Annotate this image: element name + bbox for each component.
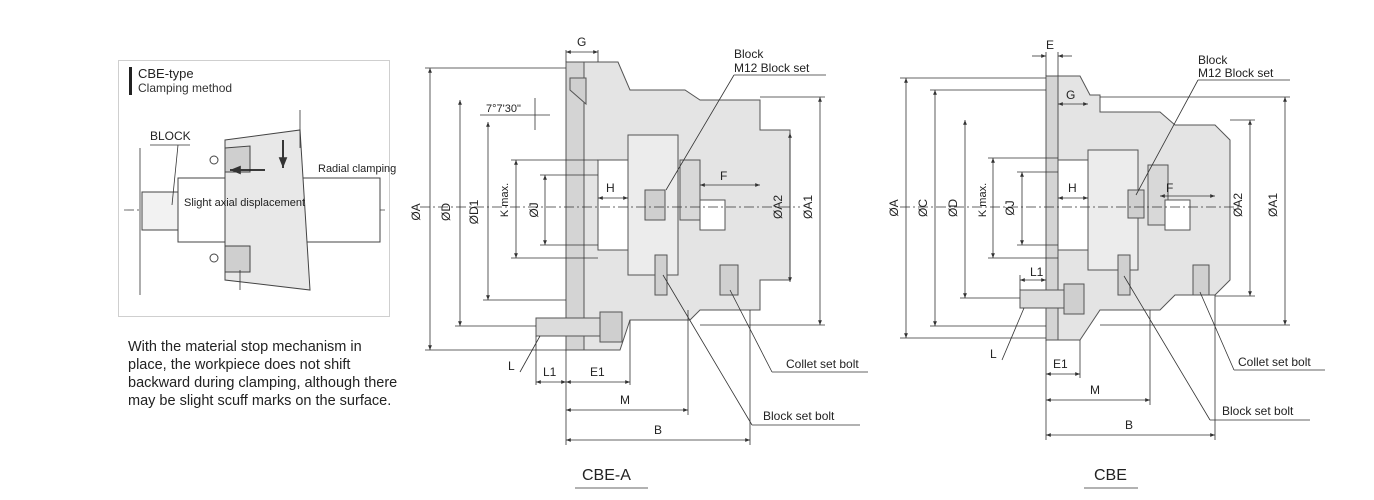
- cbe-a-dim-D: ØD: [439, 203, 453, 221]
- cbe-a-drawing: ØA ØD ØD1 K max. ØJ ØA2 ØA1 G 7°7'30" Bl…: [409, 35, 868, 489]
- cbe-dim-D: ØD: [946, 199, 960, 217]
- cbe-a-collet-bolt: Collet set bolt: [786, 357, 859, 371]
- cbe-dim-B: B: [1125, 418, 1133, 432]
- cbe-drawing: ØA ØC ØD K max. ØJ ØA2 ØA1 E G Block M12…: [887, 38, 1325, 489]
- cbe-dim-E: E: [1046, 38, 1054, 52]
- description-caption: With the material stop mechanism in plac…: [128, 339, 398, 409]
- panel-title-method: Clamping method: [138, 81, 233, 95]
- cbe-a-dim-F: F: [720, 169, 727, 183]
- cbe-dim-A1: ØA1: [1266, 193, 1280, 217]
- cbe-a-dim-K: K max.: [499, 183, 511, 217]
- cbe-dim-A2: ØA2: [1231, 193, 1245, 217]
- inset-block-label: BLOCK: [150, 129, 191, 143]
- cbe-a-dim-H: H: [606, 181, 615, 195]
- cbe-a-dim-D1: ØD1: [467, 199, 481, 224]
- cbe-a-dim-M: M: [620, 393, 630, 407]
- cbe-dim-K: K max.: [977, 183, 989, 217]
- cbe-m12-label: M12 Block set: [1198, 66, 1274, 80]
- cbe-a-block-label: Block: [734, 47, 764, 61]
- cbe-a-m12-label: M12 Block set: [734, 61, 810, 75]
- inset-axial-label: Slight axial displacement: [184, 197, 305, 209]
- inset-radial-label: Radial clamping: [318, 163, 396, 175]
- cbe-a-dim-A: ØA: [409, 203, 423, 220]
- cbe-a-dim-L1: L1: [543, 365, 557, 379]
- cbe-collet-bolt: Collet set bolt: [1238, 355, 1311, 369]
- cbe-a-dim-A2: ØA2: [771, 195, 785, 219]
- inset-drawing: BLOCK Radial clamping Slight axial displ…: [124, 110, 396, 295]
- cbe-block-label: Block: [1198, 53, 1228, 67]
- cbe-block-bolt: Block set bolt: [1222, 404, 1294, 418]
- panel-title: CBE-type Clamping method: [129, 67, 232, 95]
- cbe-a-dim-J: ØJ: [527, 202, 541, 217]
- cbe-a-dim-G: G: [577, 35, 586, 49]
- cbe-dim-J: ØJ: [1003, 200, 1017, 215]
- cbe-a-dim-A1: ØA1: [801, 195, 815, 219]
- cbe-title: CBE: [1094, 467, 1127, 484]
- cbe-a-angle: 7°7'30": [486, 103, 521, 115]
- cbe-a-dim-B: B: [654, 423, 662, 437]
- cbe-dim-G: G: [1066, 88, 1075, 102]
- cbe-dim-C: ØC: [916, 199, 930, 217]
- cbe-dim-L1: L1: [1030, 265, 1044, 279]
- cbe-dim-F: F: [1166, 181, 1173, 195]
- cbe-dim-L: L: [990, 347, 997, 361]
- cbe-a-title: CBE-A: [582, 467, 631, 484]
- cbe-dim-E1: E1: [1053, 357, 1068, 371]
- cbe-dim-A: ØA: [887, 199, 901, 216]
- cbe-dim-M: M: [1090, 383, 1100, 397]
- cbe-a-block-bolt: Block set bolt: [763, 409, 835, 423]
- panel-title-type: CBE-type: [138, 66, 194, 81]
- cbe-dim-H: H: [1068, 181, 1077, 195]
- cbe-a-dim-L: L: [508, 359, 515, 373]
- cbe-a-dim-E1: E1: [590, 365, 605, 379]
